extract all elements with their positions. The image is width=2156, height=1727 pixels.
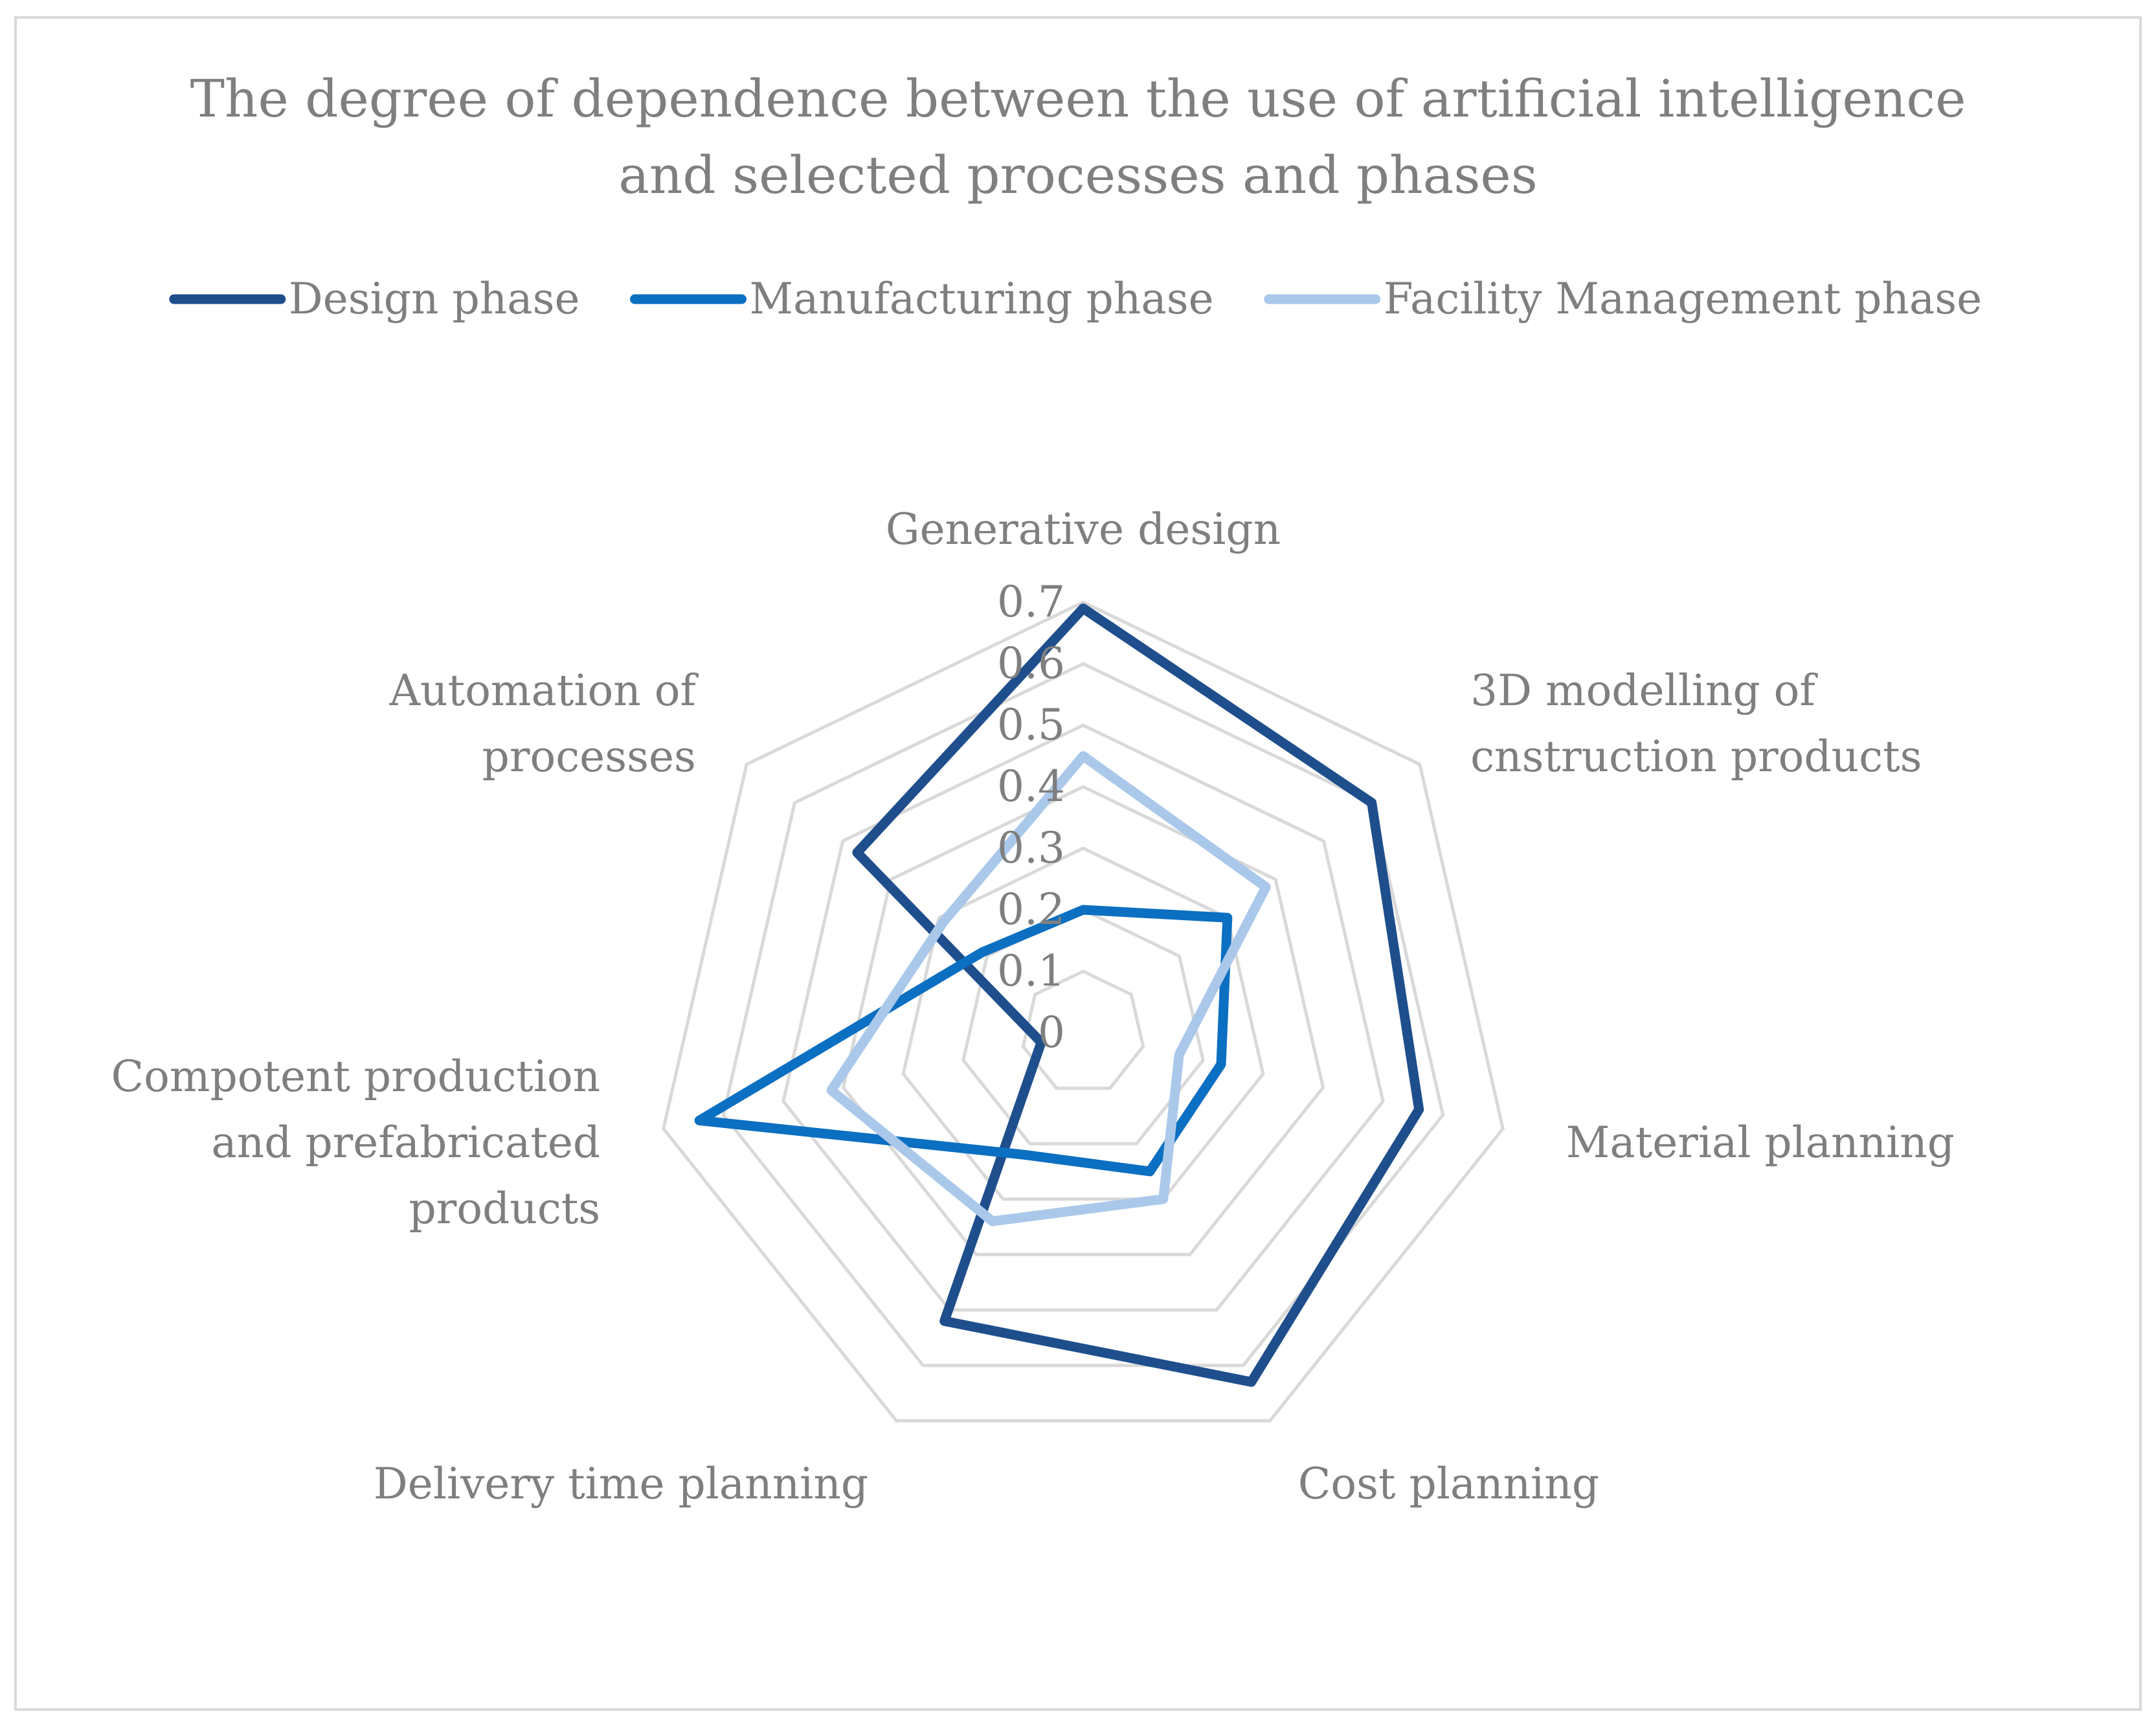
series-line-1: [852, 604, 1424, 1387]
category-label: Automation of processes: [389, 666, 699, 782]
category-label-line: processes: [482, 732, 696, 782]
tick-label: 0: [1038, 1008, 1065, 1057]
category-label-line: and prefabricated: [211, 1118, 600, 1168]
category-labels: Generative design 3D modelling of cnstruct…: [111, 504, 1955, 1509]
category-label-line: Generative design: [886, 504, 1281, 554]
category-label-line: Cost planning: [1298, 1459, 1599, 1509]
chart-title-line-1: The degree of dependence between the use…: [190, 69, 1966, 129]
grid-ring: [841, 785, 1325, 1256]
category-label: Generative design: [886, 504, 1281, 554]
grid-ring: [661, 600, 1505, 1423]
legend: Design phase Manufacturing phase Facility …: [169, 274, 1982, 324]
category-label-line: 3D modelling of: [1470, 666, 1818, 716]
category-label-line: Delivery time planning: [374, 1459, 868, 1509]
chart-title-line-2: and selected processes and phases: [618, 145, 1538, 205]
tick-labels: 0 0.1 0.2 0.3 0.4 0.5 0.6 0.7: [997, 577, 1065, 1057]
category-label-line: products: [409, 1184, 601, 1234]
legend-label-1: Design phase: [289, 274, 580, 324]
chart-border: [14, 16, 2142, 1711]
grid-ring: [961, 908, 1205, 1146]
tick-label: 0.1: [997, 946, 1065, 996]
category-label-line: Material planning: [1566, 1118, 1955, 1168]
category-label: Cost planning: [1298, 1459, 1599, 1509]
category-label: Material planning: [1566, 1118, 1955, 1168]
tick-label: 0.3: [997, 823, 1065, 873]
category-label-line: Compotent production: [111, 1052, 601, 1101]
series-layer: [694, 604, 1424, 1387]
grid-ring: [781, 723, 1385, 1312]
category-label-line: cnstruction products: [1470, 732, 1922, 782]
series-line-2: [694, 905, 1233, 1177]
tick-label: 0.4: [997, 762, 1065, 811]
tick-label: 0.6: [997, 638, 1065, 688]
category-label-line: Automation of: [389, 666, 699, 716]
grid-ring: [1021, 969, 1145, 1090]
legend-label-2: Manufacturing phase: [750, 274, 1214, 324]
category-label: Compotent production and prefabricated pro…: [111, 1052, 601, 1234]
tick-label: 0.7: [997, 577, 1065, 627]
series-line-3: [826, 751, 1271, 1226]
category-label: 3D modelling of cnstruction products: [1470, 666, 1922, 782]
tick-label: 0.5: [997, 700, 1065, 750]
legend-label-3: Facility Management phase: [1384, 274, 1982, 324]
category-label: Delivery time planning: [374, 1459, 868, 1509]
tick-label: 0.2: [997, 885, 1065, 934]
